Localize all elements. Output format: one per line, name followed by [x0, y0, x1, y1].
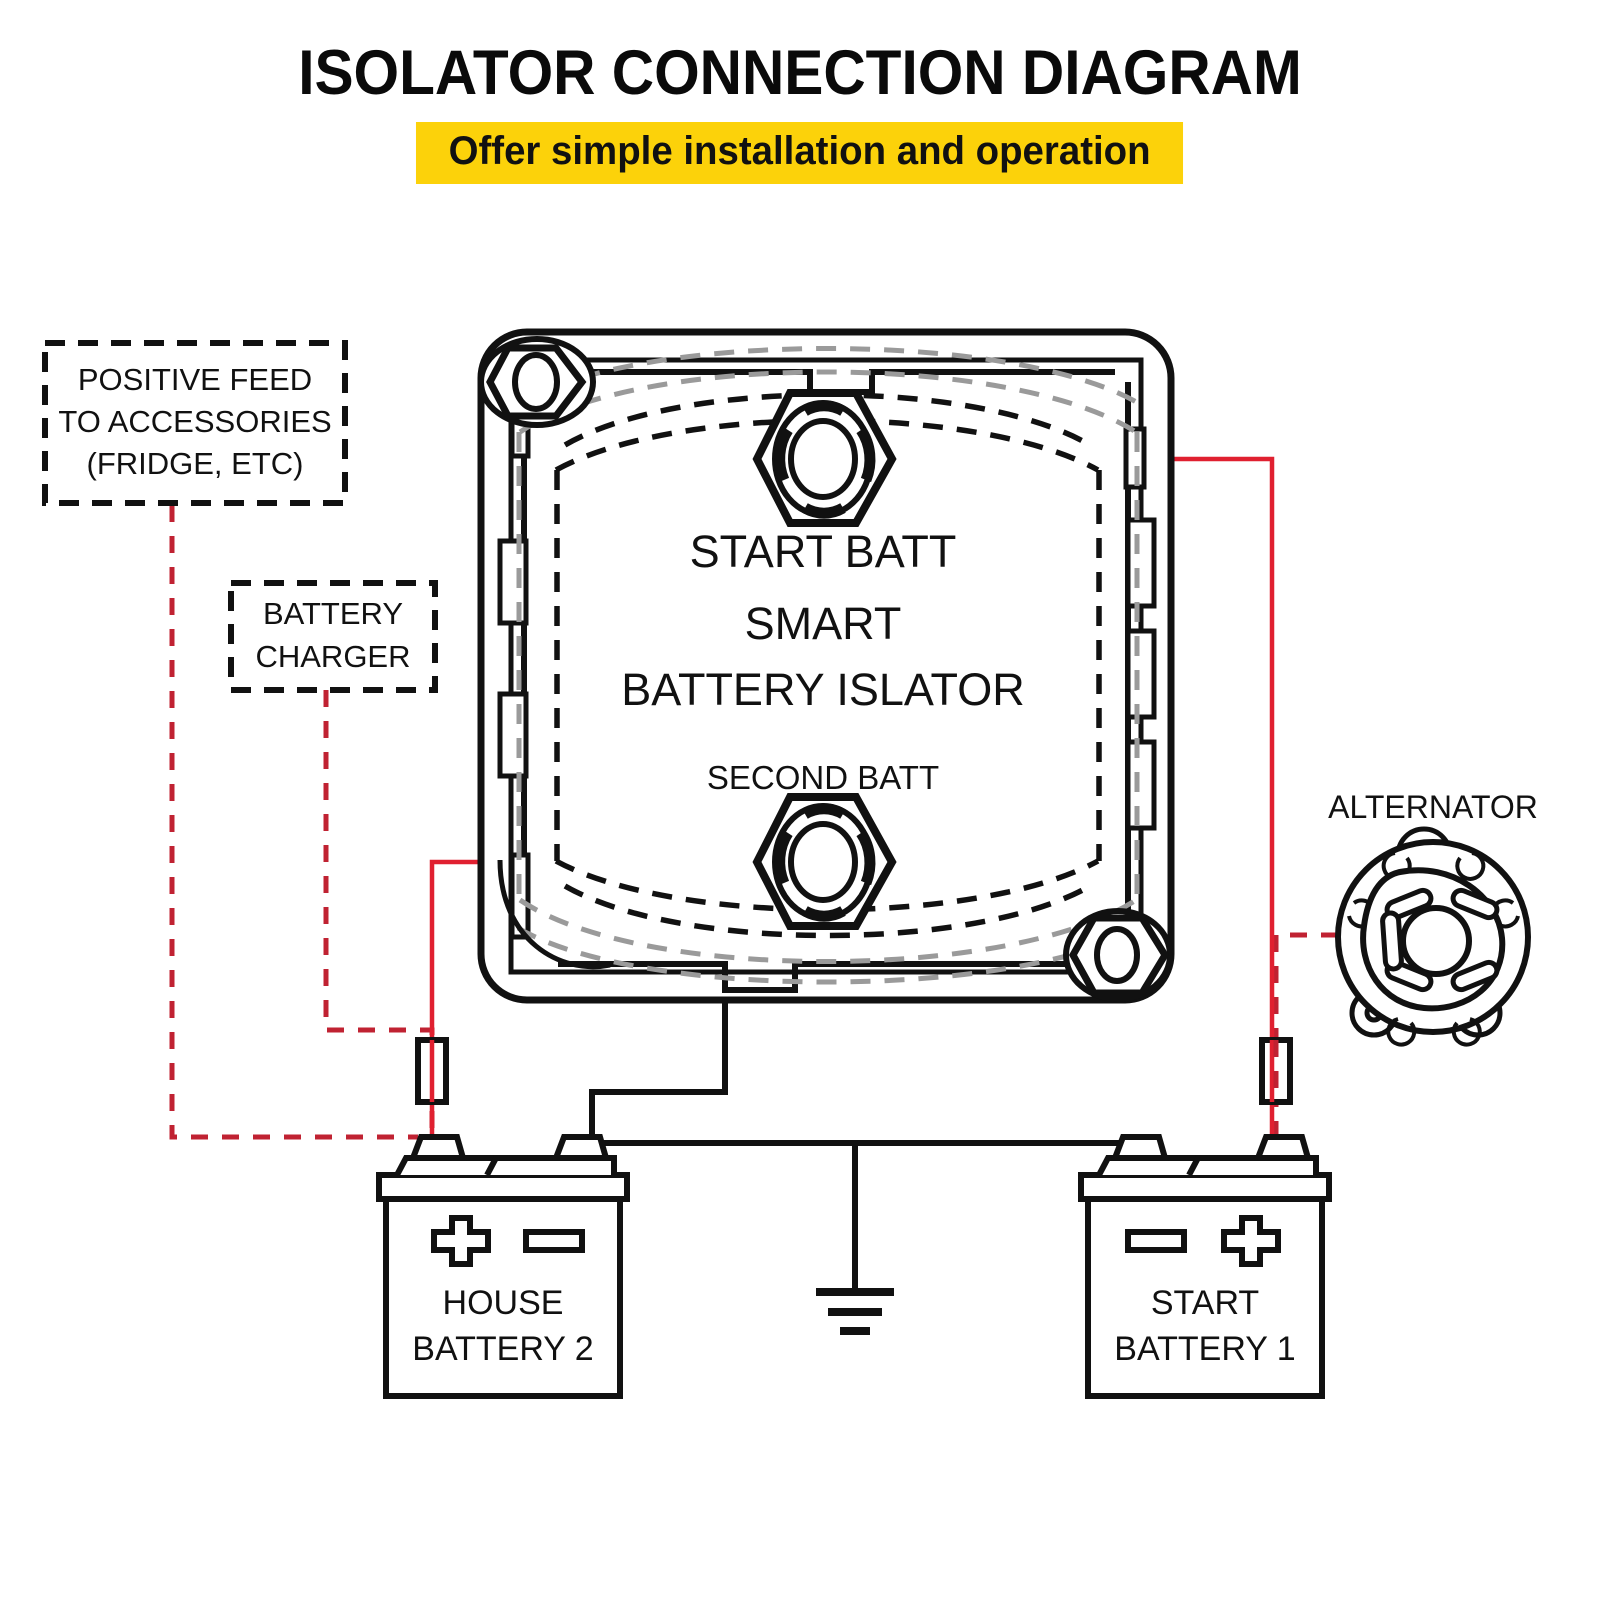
battery-charger-line1: BATTERY	[263, 596, 403, 631]
isolator-bottom-terminal-label: SECOND BATT	[707, 759, 939, 796]
page-subtitle: Offer simple installation and operation	[416, 122, 1184, 184]
callout-battery-charger[interactable]: BATTERY CHARGER	[228, 580, 438, 693]
fuse-symbol-left	[415, 1037, 449, 1105]
fuse-symbol-right	[1259, 1037, 1293, 1105]
positive-feed-line1: POSITIVE FEED	[78, 362, 312, 397]
start-battery-line1: START	[1151, 1284, 1259, 1322]
alternator-label: ALTERNATOR	[1328, 789, 1538, 825]
start-battery-negative-terminal	[1110, 1134, 1169, 1161]
subtitle-container: Offer simple installation and operation	[0, 122, 1600, 184]
house-battery-line2: BATTERY 2	[412, 1330, 593, 1368]
wire-positive-feed-to-house-battery	[169, 505, 418, 1140]
start-battery-minus-icon	[1125, 1229, 1187, 1253]
start-battery-positive-terminal	[1253, 1134, 1312, 1161]
callout-positive-feed[interactable]: POSITIVE FEED TO ACCESSORIES (FRIDGE, ET…	[42, 340, 348, 506]
isolator-brand-line2: BATTERY ISLATOR	[621, 664, 1024, 715]
house-battery-plus-icon	[431, 1215, 491, 1267]
terminal-second-batt[interactable]	[752, 793, 897, 930]
positive-feed-line2: TO ACCESSORIES	[58, 404, 331, 439]
start-battery[interactable]: START BATTERY 1	[1078, 1134, 1332, 1399]
alternator-unit[interactable]: ALTERNATOR	[1328, 789, 1538, 1047]
isolator-brand-line1: SMART	[745, 598, 902, 649]
battery-charger-line2: CHARGER	[255, 639, 410, 674]
house-battery-line1: HOUSE	[443, 1284, 564, 1322]
wire-ground-bus	[589, 995, 1143, 1290]
house-battery-negative-terminal	[551, 1134, 610, 1161]
isolator-top-terminal-label: START BATT	[690, 526, 957, 577]
isolator-right-side-tabs	[1123, 426, 1157, 831]
page-header: ISOLATOR CONNECTION DIAGRAM Offer simple…	[0, 0, 1600, 184]
ground-symbol	[816, 1288, 894, 1335]
house-battery-minus-icon	[523, 1229, 585, 1253]
page-title: ISOLATOR CONNECTION DIAGRAM	[298, 38, 1302, 108]
mounting-bolt-bottom-right	[1063, 908, 1173, 1002]
house-battery-positive-terminal	[408, 1134, 467, 1161]
positive-feed-line3: (FRIDGE, ETC)	[87, 446, 304, 481]
mounting-bolt-top-left	[478, 336, 596, 428]
house-battery[interactable]: HOUSE BATTERY 2	[376, 1134, 630, 1399]
start-battery-line2: BATTERY 1	[1114, 1330, 1295, 1368]
terminal-start-batt[interactable]	[752, 389, 897, 527]
smart-battery-isolator-device[interactable]: START BATT SMART BATTERY ISLATOR SECOND …	[477, 328, 1175, 1004]
alternator-cooling-slots	[1380, 887, 1500, 993]
start-battery-plus-icon	[1221, 1215, 1281, 1267]
